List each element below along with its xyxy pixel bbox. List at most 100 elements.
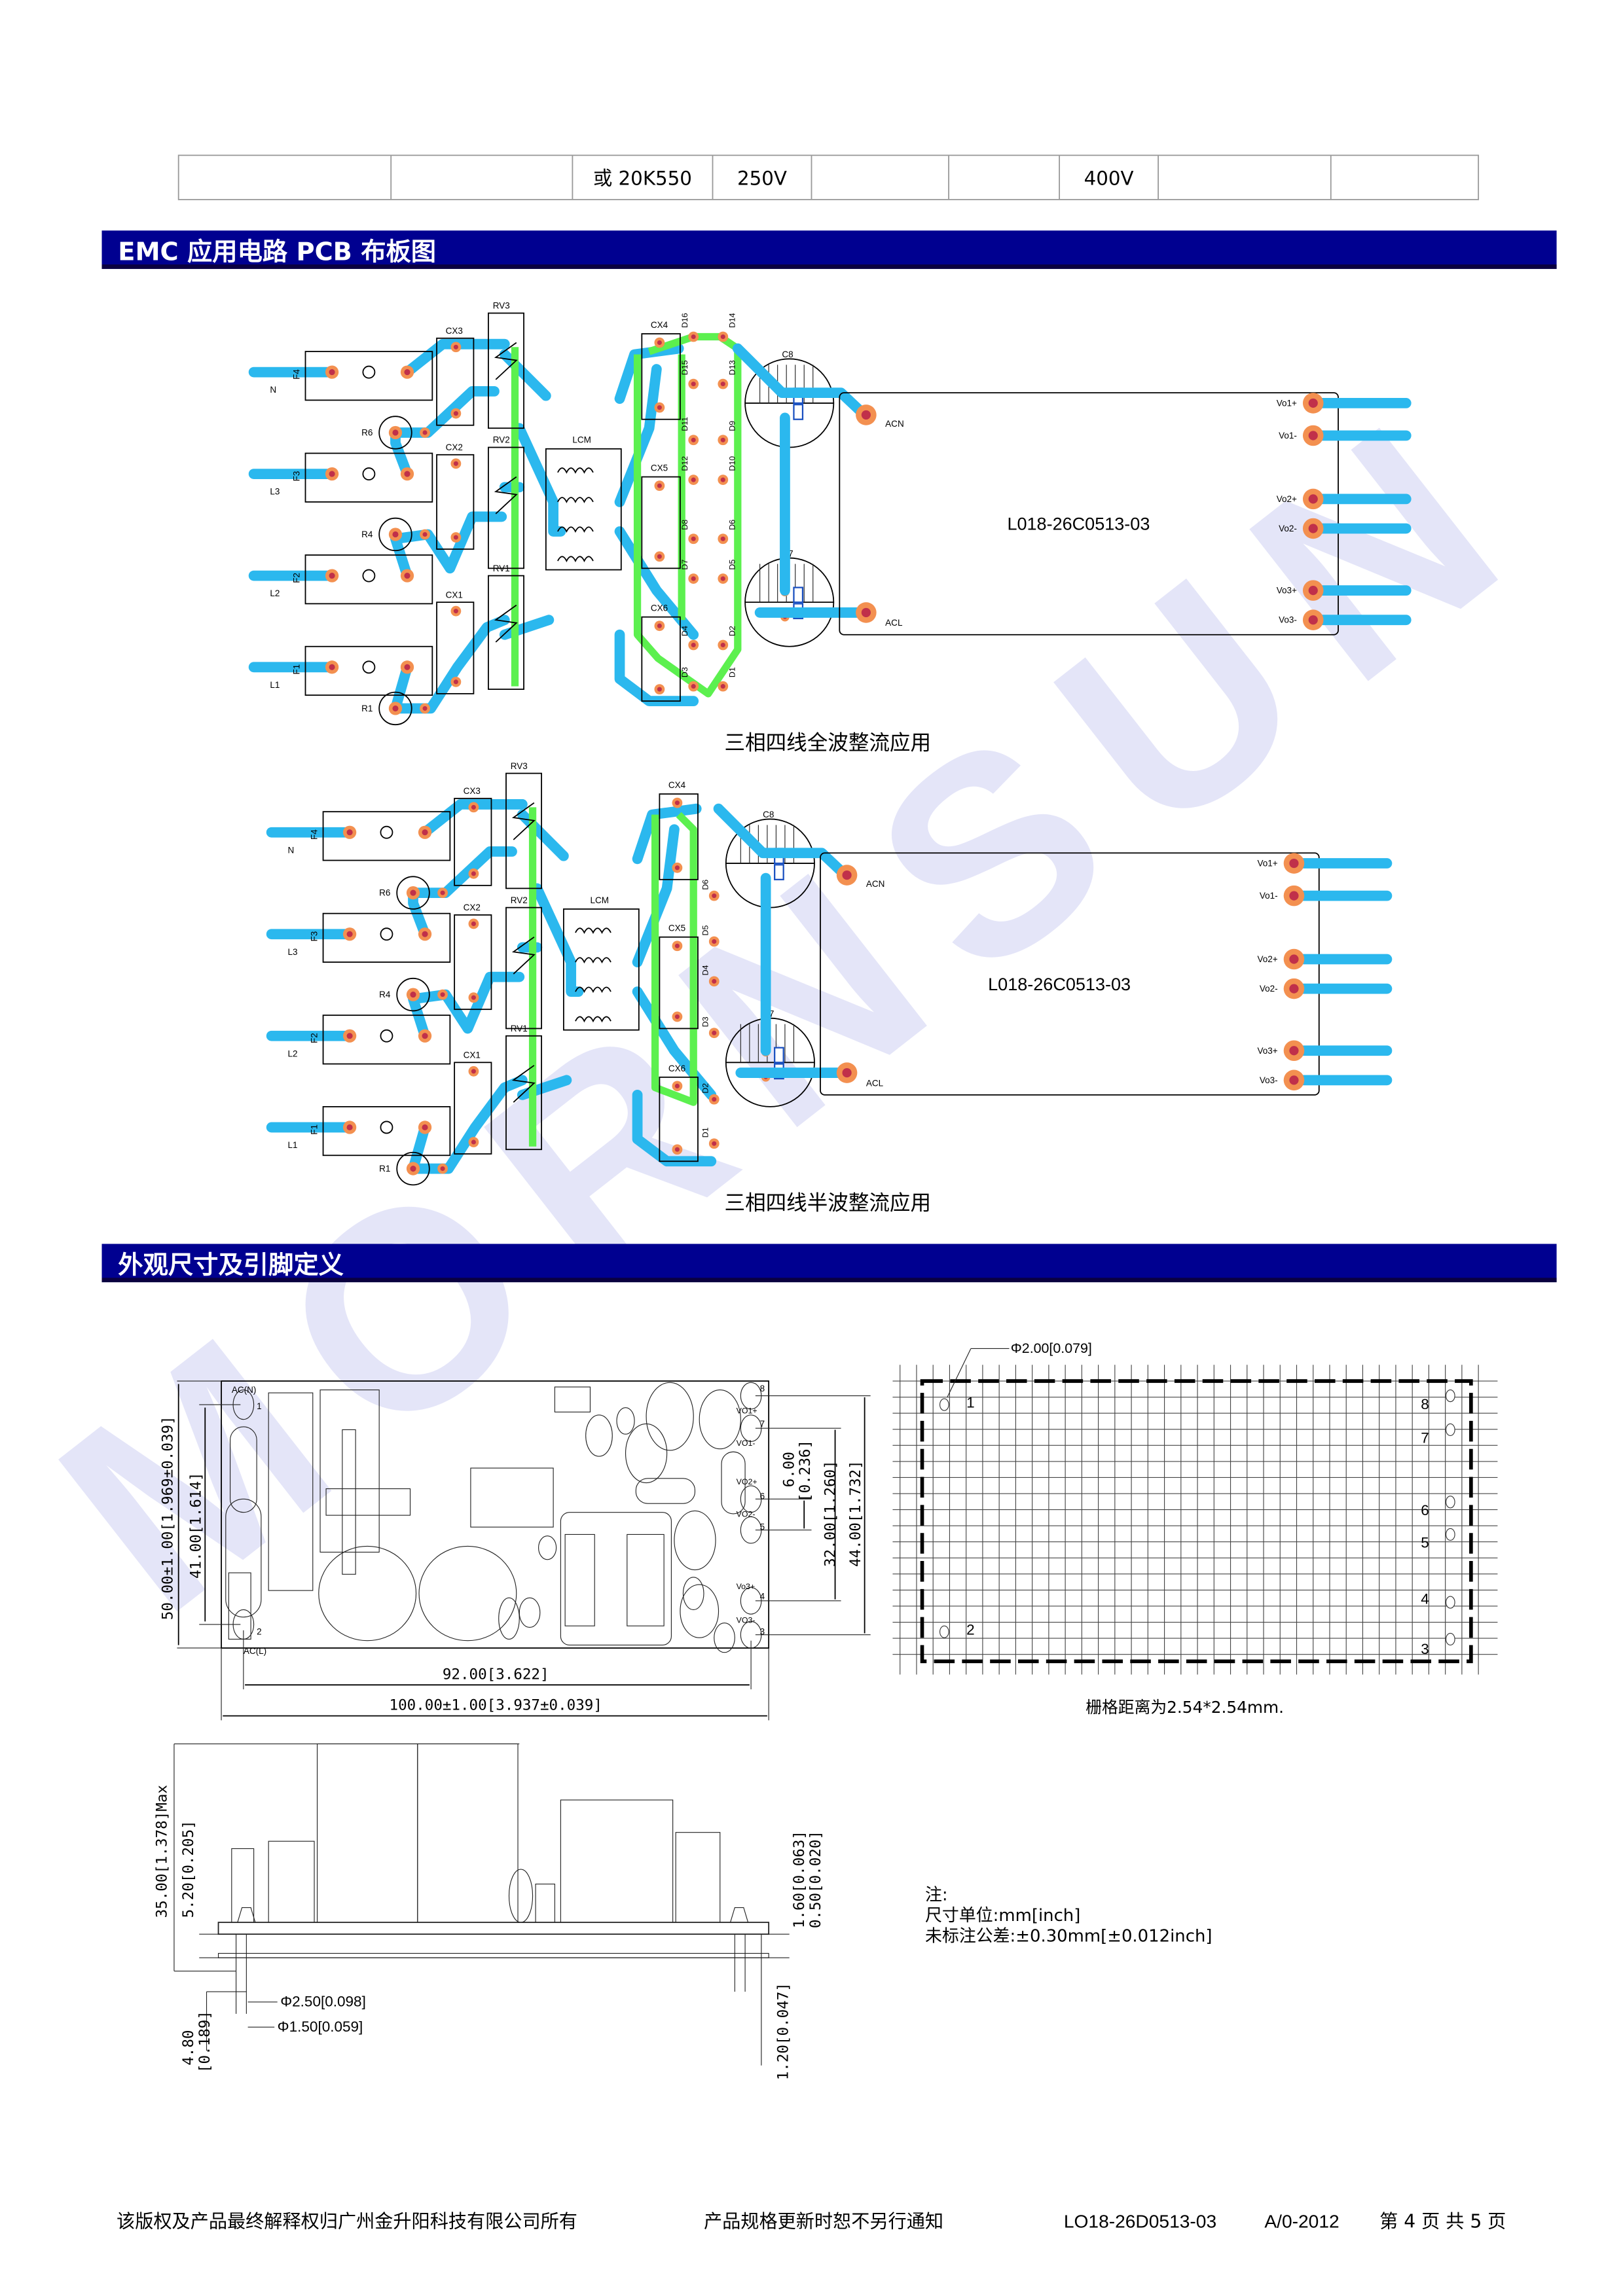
notes-title: 注:	[925, 1885, 948, 1905]
trace	[732, 343, 871, 422]
x-capacitor-label: CX2	[464, 903, 481, 912]
dim-1-60: 1.60[0.063]	[791, 1831, 808, 1928]
pad-hole	[440, 992, 445, 997]
trace	[390, 511, 507, 581]
acn-label: ACN	[866, 879, 885, 889]
trace	[632, 986, 717, 1100]
choke-winding	[575, 927, 611, 934]
dim-pin-d-1-50: Φ1.50[0.059]	[278, 2018, 363, 2035]
footer-page-number: 第 4 页 共 5 页	[1379, 2211, 1506, 2233]
output-pin-label: Vo1+	[1277, 398, 1297, 408]
pad-hole	[422, 531, 428, 537]
x-capacitor	[454, 1062, 492, 1155]
pin-name: VO2-	[737, 1509, 756, 1518]
grid-spacing-caption: 栅格距离为2.54*2.54mm.	[1085, 1698, 1284, 1717]
pin-hole	[1446, 1528, 1455, 1541]
pad-hole	[720, 477, 725, 482]
x-capacitor-label: CX4	[651, 320, 668, 330]
module-label: L018-26C0513-03	[1007, 514, 1150, 534]
dim-44: 44.00[1.732]	[847, 1460, 864, 1567]
mount-hole	[380, 1029, 393, 1043]
pad-hole	[1308, 431, 1318, 440]
pad-hole	[691, 536, 696, 541]
pad-hole	[422, 931, 428, 937]
varistor-label: RV1	[511, 1024, 528, 1033]
choke-winding	[575, 986, 611, 994]
mount-hole	[362, 365, 376, 379]
output-pin-label: Vo1-	[1279, 431, 1297, 440]
pad-hole	[453, 344, 458, 350]
module-label: L018-26C0513-03	[988, 975, 1131, 994]
pad-hole	[392, 705, 399, 711]
choke-winding	[575, 957, 611, 964]
footer-copyright: 该版权及产品最终解释权归广州金升阳科技有限公司所有	[117, 2211, 577, 2233]
fuse-holder	[322, 1105, 451, 1157]
pad-hole	[346, 931, 353, 937]
output-pin-label: Vo2+	[1277, 494, 1297, 504]
output-pin-label: Vo2-	[1279, 524, 1297, 533]
section-header-dimensions: 外观尺寸及引脚定义	[101, 1244, 1557, 1283]
pin-number: 4	[760, 1592, 765, 1602]
hole-diameter-label: Φ2.00[0.079]	[1011, 1340, 1092, 1356]
notes: 注: 尺寸单位:mm[inch] 未标注公差:±0.30mm[±0.012inc…	[925, 1885, 1212, 1946]
x-capacitor-label: CX2	[446, 442, 463, 452]
dim-pin-width: 92.00[3.622]	[443, 1666, 549, 1683]
power-module-outline	[820, 852, 1320, 1096]
pin-name: Vo3+	[737, 1582, 756, 1591]
acl-label: ACL	[866, 1078, 884, 1088]
x-capacitor-label: CX3	[446, 326, 463, 336]
pad-hole	[720, 334, 725, 340]
varistor	[488, 446, 524, 569]
choke-winding	[575, 1016, 611, 1023]
common-mode-choke	[562, 908, 640, 1031]
power-module-outline	[839, 392, 1339, 636]
pad-hole	[674, 1147, 680, 1152]
pad-hole	[471, 804, 476, 810]
trace	[408, 1075, 528, 1174]
dim-6: 6.00	[780, 1452, 797, 1487]
pad-hole	[691, 576, 696, 581]
pin-hole	[939, 1625, 949, 1638]
pad-hole	[440, 890, 445, 895]
pin-label-ac-l: AC(L)	[244, 1646, 266, 1656]
grid-pin-number: 6	[1421, 1502, 1429, 1518]
grid-pin-number: 5	[1421, 1535, 1429, 1551]
pad-hole	[471, 995, 476, 1000]
diode-label: D7	[680, 560, 689, 570]
fuse-label: F2	[310, 1033, 319, 1043]
mount-hole	[362, 660, 376, 674]
pad-hole	[404, 664, 410, 670]
grid-pin-number: 7	[1421, 1430, 1429, 1446]
trace	[408, 846, 517, 940]
fuse-holder	[304, 351, 433, 401]
diode-label: D10	[727, 456, 737, 471]
diode-label: D4	[701, 965, 710, 975]
dim-1-20: 1.20[0.047]	[775, 1982, 792, 2080]
fuse-holder	[322, 912, 451, 963]
x-capacitor	[454, 914, 492, 1011]
pad-hole	[329, 573, 335, 579]
resistor-label: R1	[379, 1164, 390, 1174]
pad-hole	[674, 1083, 680, 1088]
x-capacitor-label: CX6	[651, 603, 668, 613]
pad-hole	[720, 576, 725, 581]
dim-5-20: 5.20[0.205]	[180, 1820, 197, 1918]
dim-pin-height: 41.00[1.614]	[187, 1472, 204, 1579]
resistor-outline	[378, 691, 412, 726]
pin-hole	[1446, 1632, 1455, 1646]
pad-hole	[410, 1165, 416, 1172]
choke-winding	[557, 497, 594, 503]
x-capacitor	[436, 454, 475, 550]
x-capacitor-label: CX3	[464, 786, 481, 796]
varistor	[488, 312, 524, 429]
dim-pin-d-2-50: Φ2.50[0.098]	[280, 1994, 366, 2010]
choke-label: LCM	[572, 435, 591, 445]
pad-hole	[404, 573, 410, 579]
output-pin-label: Vo1+	[1257, 859, 1277, 869]
x-capacitor-label: CX1	[446, 590, 463, 600]
diode-label: D15	[680, 360, 689, 375]
pad-hole	[720, 684, 725, 689]
output-pin-label: Vo2-	[1260, 984, 1278, 994]
